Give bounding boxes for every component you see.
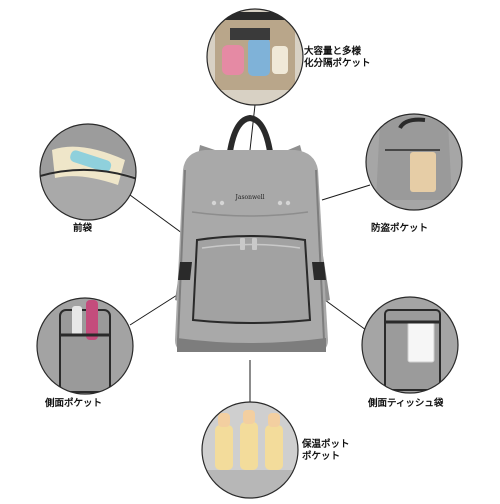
detail-side-pocket xyxy=(36,297,134,395)
detail-insulated-pocket xyxy=(201,401,299,499)
label-main-compartment: 大容量と多様 化分隔ポケット xyxy=(304,46,371,69)
detail-front-pocket xyxy=(39,123,137,221)
detail-anti-theft-pocket xyxy=(365,113,463,211)
label-side-pocket: 側面ポケット xyxy=(45,398,103,409)
detail-side-tissue-pocket xyxy=(361,296,459,394)
label-front-pocket: 前袋 xyxy=(73,223,93,234)
backpack-main-image: Jasonwell xyxy=(175,114,330,352)
detail-main-compartment xyxy=(206,8,304,106)
label-insulated-pocket: 保温ポット ポケット xyxy=(302,439,350,462)
label-side-tissue-pocket: 側面ティッシュ袋 xyxy=(368,398,444,409)
label-anti-theft-pocket: 防盗ポケット xyxy=(371,223,429,234)
brand-logo: Jasonwell xyxy=(234,194,264,201)
